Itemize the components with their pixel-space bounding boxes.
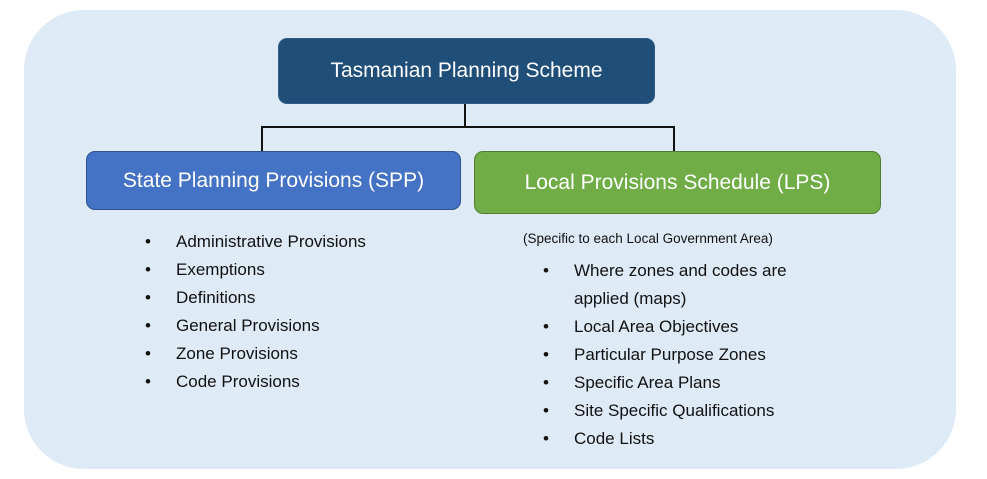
spp-list: Administrative Provisions Exemptions Def… (145, 228, 366, 396)
list-item: Specific Area Plans (543, 369, 834, 397)
lps-node: Local Provisions Schedule (LPS) (474, 151, 881, 214)
connector-line (261, 126, 263, 152)
root-label: Tasmanian Planning Scheme (330, 59, 603, 82)
spp-label: State Planning Provisions (SPP) (122, 168, 425, 192)
lps-list: Where zones and codes are applied (maps)… (543, 257, 834, 453)
list-item: Where zones and codes are applied (maps) (543, 257, 834, 313)
list-item: Code Provisions (145, 368, 366, 396)
connector-line (464, 104, 466, 128)
lps-subtitle: (Specific to each Local Government Area) (523, 231, 773, 246)
list-item: Particular Purpose Zones (543, 341, 834, 369)
list-item: Code Lists (543, 425, 834, 453)
list-item: General Provisions (145, 312, 366, 340)
list-item: Local Area Objectives (543, 313, 834, 341)
list-item: Site Specific Qualifications (543, 397, 834, 425)
root-node: Tasmanian Planning Scheme (278, 38, 655, 104)
list-item: Zone Provisions (145, 340, 366, 368)
list-item: Exemptions (145, 256, 366, 284)
list-item: Definitions (145, 284, 366, 312)
spp-node: State Planning Provisions (SPP) (86, 151, 461, 210)
connector-line (673, 126, 675, 152)
connector-line (261, 126, 675, 128)
lps-label: Local Provisions Schedule (LPS) (524, 170, 831, 194)
list-item: Administrative Provisions (145, 228, 366, 256)
